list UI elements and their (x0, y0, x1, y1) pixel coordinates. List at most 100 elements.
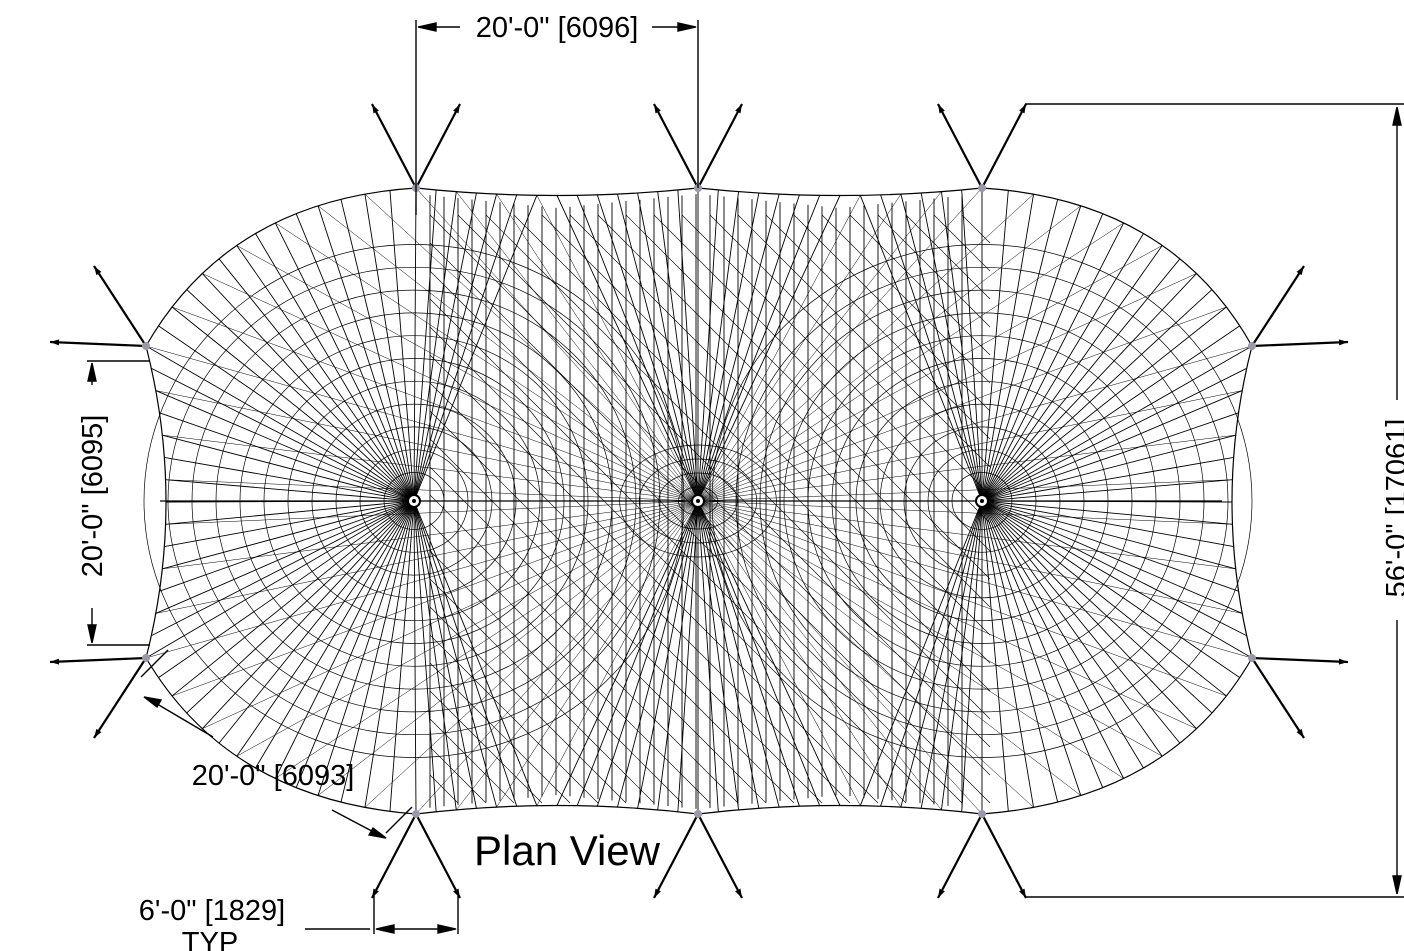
mesh-diagonal-line (569, 242, 599, 272)
mesh-radial-line (413, 500, 457, 810)
mesh-radial-line (236, 500, 415, 757)
anchor-node (978, 810, 986, 818)
mesh-radial-line (981, 434, 1236, 502)
mesh-diagonal-line (653, 466, 683, 496)
mesh-diagonal-line (821, 634, 851, 664)
mesh-diagonal-line (653, 214, 683, 244)
mesh-radial-line (920, 500, 983, 809)
mesh-diagonal-line (765, 522, 795, 552)
mesh-diagonal-line (961, 410, 991, 440)
mesh-diagonal-line (457, 326, 487, 356)
mesh-radial-line (165, 479, 699, 502)
mesh-diagonal-line (905, 354, 935, 384)
mesh-radial-line (981, 500, 1181, 744)
mesh-diagonal-line (933, 214, 963, 244)
mesh-radial-line (981, 325, 1240, 502)
mesh-diagonal-line (457, 746, 487, 776)
mesh-diagonal-line (653, 690, 683, 720)
mesh-diagonal-line (709, 522, 739, 552)
mesh-diagonal-line (513, 718, 543, 748)
mesh-diagonal-line (961, 466, 991, 496)
mesh-diagonal-line (653, 550, 683, 580)
mesh-radial-line (981, 500, 1234, 548)
mesh-radial-line (165, 500, 699, 525)
mesh-diagonal-line (849, 466, 879, 496)
mesh-diagonal-line (933, 690, 963, 720)
membrane-edge-cables (145, 187, 1253, 815)
dimension-diagonal (140, 649, 413, 839)
mesh-diagonal-line (933, 718, 963, 748)
mesh-diagonal-line (737, 270, 767, 300)
mesh-diagonal-line (821, 494, 851, 524)
mesh-diagonal-line (905, 326, 935, 356)
mesh-diagonal-line (849, 382, 879, 412)
mesh-diagonal-line (541, 494, 571, 524)
anchor-node (1248, 654, 1256, 662)
mesh-diagonal-line (933, 550, 963, 580)
dimension-mast-offset-note: TYP (182, 927, 238, 951)
edge-cable (981, 187, 1253, 347)
mesh-diagonal-line (597, 662, 627, 692)
dimension-top-spacing (415, 20, 699, 215)
mesh-diagonal-line (541, 578, 571, 608)
mesh-radial-line (697, 195, 861, 502)
mesh-diagonal-line (961, 214, 991, 244)
mesh-radial-line (697, 500, 1236, 570)
mesh-radial-line (186, 500, 415, 714)
mesh-diagonal-line (821, 354, 851, 384)
mesh-diagonal-line (625, 438, 655, 468)
backstay-line (697, 813, 743, 899)
mesh-diagonal-line (737, 662, 767, 692)
mesh-diagonal-line (513, 634, 543, 664)
backstay-arrowhead (938, 104, 945, 114)
mesh-diagonal-line (905, 410, 935, 440)
mesh-diagonal-line (457, 466, 487, 496)
mesh-diagonal-line (793, 298, 823, 328)
mesh-radial-line (616, 500, 699, 808)
mesh-diagonal-line (877, 578, 907, 608)
mesh-diagonal-line (541, 214, 571, 244)
mesh-diagonal-line (793, 774, 823, 804)
mesh-diagonal-line (877, 214, 907, 244)
mesh-diagonal-line (485, 718, 515, 748)
backstay-arrowhead (654, 888, 661, 898)
mesh-radial-line (697, 500, 841, 806)
dimension-overall-height (1025, 103, 1404, 898)
mesh-radial-line (596, 500, 699, 807)
mesh-diagonal-line (513, 494, 543, 524)
mesh-diagonal-line (513, 466, 543, 496)
mesh-diagonal-line (457, 354, 487, 384)
mesh-radial-line (697, 205, 1081, 502)
mesh-diagonal-line (457, 270, 487, 300)
mesh-diagonal-line (821, 550, 851, 580)
mesh-diagonal-line (541, 438, 571, 468)
mesh-diagonal-line (681, 690, 711, 720)
mesh-diagonal-line (961, 662, 991, 692)
mesh-diagonal-line (429, 410, 459, 440)
mesh-radial-line (236, 245, 699, 502)
mesh-diagonal-line (877, 522, 907, 552)
mesh-diagonal-line (681, 662, 711, 692)
mesh-radial-line (981, 500, 1163, 757)
mesh-diagonal-line (933, 298, 963, 328)
mesh-radial-line (981, 258, 1181, 502)
mesh-radial-line (697, 500, 861, 806)
mesh-diagonal-line (429, 438, 459, 468)
mesh-diagonal-line (737, 774, 767, 804)
mesh-diagonal-line (597, 214, 627, 244)
mesh-diagonal-line (681, 606, 711, 636)
mesh-diagonal-line (681, 774, 711, 804)
mesh-diagonal-line (513, 606, 543, 636)
mesh-radial-line (236, 500, 699, 757)
mesh-diagonal-line (877, 354, 907, 384)
mesh-radial-line (415, 500, 699, 815)
mesh-diagonal-line (681, 578, 711, 608)
dimension-mast-offset-label: 6'-0" [1829] (139, 895, 285, 927)
mesh-diagonal-line (905, 522, 935, 552)
mesh-diagonal-line (793, 382, 823, 412)
mesh-radial-line (981, 367, 1247, 502)
mesh-diagonal-line (513, 578, 543, 608)
mesh-diagonal-line (905, 438, 935, 468)
mesh-radial-line (576, 500, 699, 806)
mesh-radial-line (697, 500, 760, 809)
